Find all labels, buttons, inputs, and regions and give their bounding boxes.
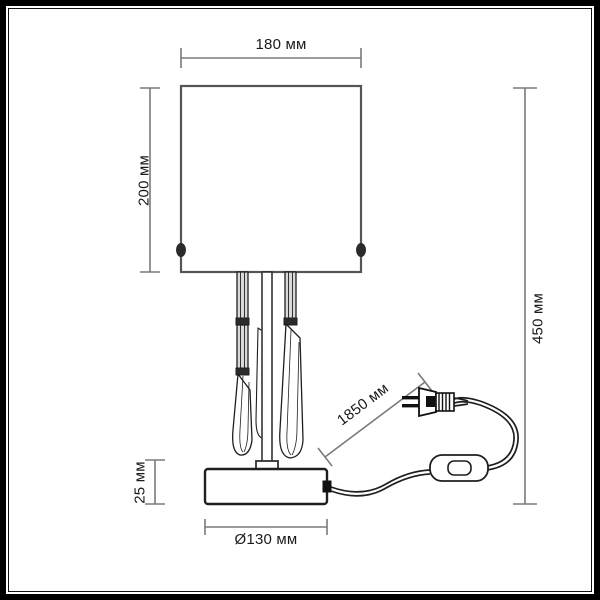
plug-body-inset — [426, 396, 435, 407]
cord-exit-grommet — [322, 480, 332, 493]
dim-label-base-diameter: Ø130 мм — [234, 531, 298, 548]
plug-pin-top — [402, 396, 420, 400]
shade-fitting-left — [176, 243, 186, 257]
power-cord — [330, 396, 519, 497]
lamp-base — [203, 467, 329, 506]
dim-tick-cord-length-end — [417, 372, 433, 392]
dimension-lines — [140, 48, 537, 535]
dim-label-base-height: 25 мм — [131, 461, 149, 504]
lamp-stem — [261, 271, 273, 473]
lamp-shade — [176, 84, 366, 274]
two-pin-power-plug — [402, 386, 469, 418]
shade-fitting-right — [356, 243, 366, 257]
dim-label-shade-height: 200 мм — [135, 154, 153, 207]
dim-tick-cord-length-start — [317, 447, 333, 467]
shade-body — [179, 84, 363, 274]
inline-rocker-switch[interactable] — [429, 454, 489, 482]
plug-pin-bottom — [402, 404, 420, 408]
switch-rocker-button — [447, 460, 472, 476]
dim-label-total-height: 450 мм — [529, 292, 547, 345]
lamp-stem-and-base — [203, 271, 332, 506]
crystal-group-right — [279, 271, 304, 459]
dim-label-shade-width: 180 мм — [255, 36, 307, 53]
crystal-group-left — [232, 271, 253, 456]
dim-line-cord-length — [324, 381, 426, 458]
